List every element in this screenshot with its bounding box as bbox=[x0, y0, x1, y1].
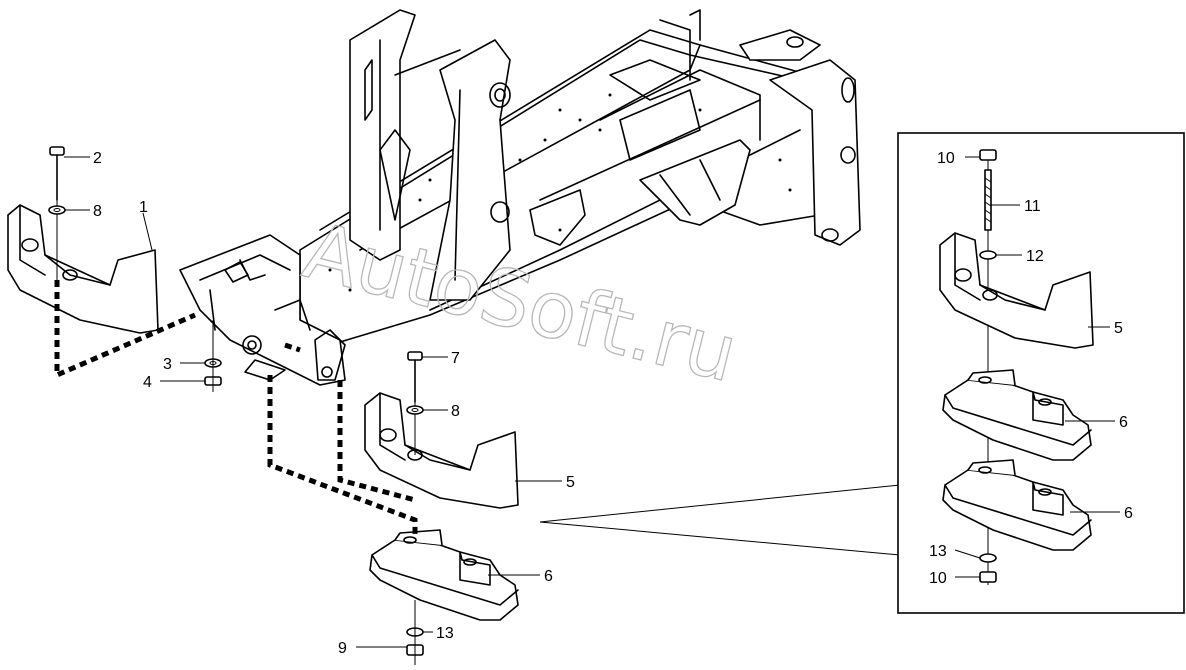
callout-11: 11 bbox=[1024, 198, 1041, 215]
washer-part-13-inset bbox=[979, 553, 997, 563]
alignment-dashed-lines bbox=[54, 280, 418, 535]
counterweight-part-1 bbox=[7, 204, 159, 334]
counterweight-part-5-center bbox=[364, 392, 519, 509]
washer-part-8-left bbox=[48, 205, 66, 215]
callout-12: 12 bbox=[1026, 248, 1044, 265]
callout-5-center: 5 bbox=[566, 474, 575, 491]
washer-part-8-center bbox=[406, 405, 424, 415]
callout-6-inset-upper: 6 bbox=[1119, 414, 1128, 431]
callout-13-center: 13 bbox=[436, 625, 454, 642]
nut-part-10-top bbox=[979, 149, 997, 161]
machine-frame bbox=[179, 9, 861, 386]
counterweight-part-6-center bbox=[369, 529, 519, 621]
callout-13-inset: 13 bbox=[929, 543, 947, 560]
callout-2: 2 bbox=[93, 150, 102, 167]
callout-5-inset: 5 bbox=[1114, 320, 1123, 337]
callout-labels: 1 2 8 3 4 7 8 5 6 13 9 10 11 12 5 6 6 13… bbox=[93, 150, 1133, 657]
callout-6-center: 6 bbox=[544, 568, 553, 585]
callout-9: 9 bbox=[338, 640, 347, 657]
detail-pointer bbox=[539, 484, 901, 556]
nut-part-10-bottom bbox=[979, 571, 997, 583]
callout-10-top: 10 bbox=[937, 150, 955, 167]
leader-lines bbox=[64, 156, 1120, 648]
callout-7: 7 bbox=[451, 350, 460, 367]
callout-10-bottom: 10 bbox=[929, 570, 947, 587]
callout-1: 1 bbox=[139, 199, 148, 216]
detail-inset bbox=[897, 132, 1185, 614]
callout-6-inset-lower: 6 bbox=[1124, 505, 1133, 522]
washer-part-12 bbox=[979, 250, 997, 260]
callout-3: 3 bbox=[163, 356, 172, 373]
callout-8-center: 8 bbox=[451, 403, 460, 420]
counterweight-part-5-inset bbox=[939, 232, 1094, 349]
counterweight-part-6-inset-upper bbox=[942, 379, 1092, 461]
counterweight-part-6-inset-lower bbox=[942, 469, 1092, 551]
callout-4: 4 bbox=[143, 374, 152, 391]
bolt-part-7 bbox=[407, 351, 423, 455]
callout-8-left: 8 bbox=[93, 203, 102, 220]
